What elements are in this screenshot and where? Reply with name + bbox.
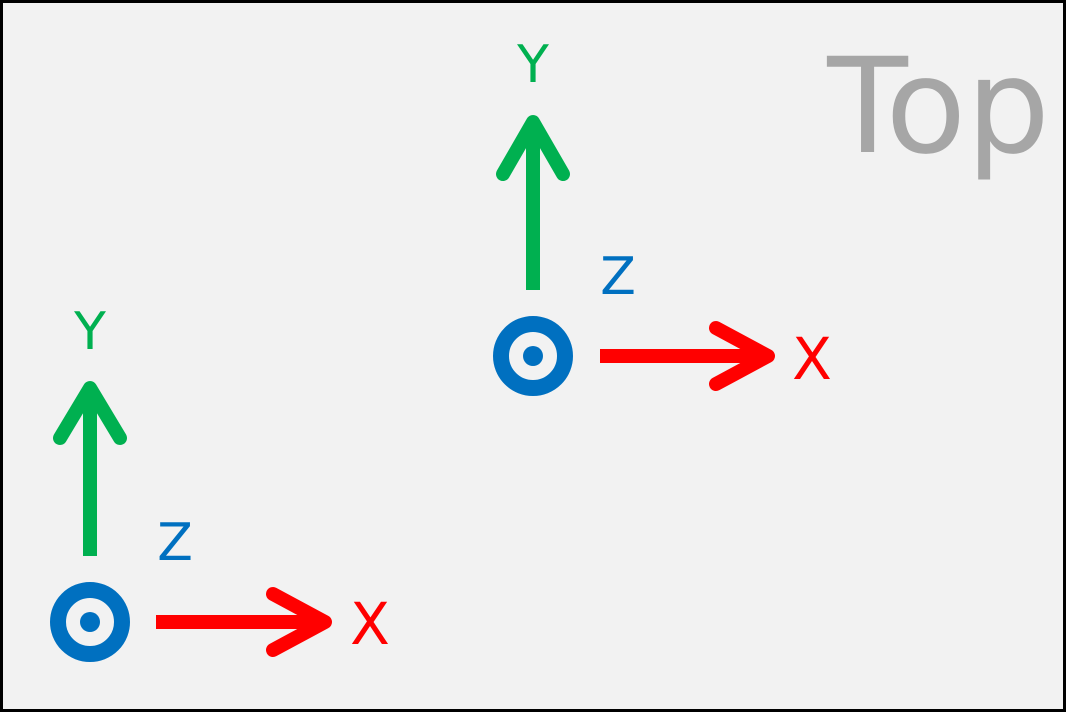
x-axis-arrowhead: [709, 321, 775, 391]
x-axis-label: X: [350, 590, 390, 658]
z-axis-out-of-page-icon: [50, 582, 130, 662]
y-axis-label: Y: [516, 35, 549, 95]
y-axis-arrowhead: [496, 115, 570, 181]
coordinate-frame-1: Y Z X: [50, 302, 390, 662]
x-axis-arrowhead: [266, 587, 332, 657]
y-axis-arrowhead: [53, 381, 127, 445]
z-axis-dot-icon: [80, 612, 100, 632]
z-axis-dot-icon: [523, 346, 543, 366]
z-axis-out-of-page-icon: [493, 316, 573, 396]
z-axis-label: Z: [157, 513, 193, 573]
coordinate-frame-2: Y Z X: [493, 35, 832, 396]
x-axis-label: X: [792, 325, 832, 393]
z-axis-label: Z: [600, 247, 636, 307]
y-axis-label: Y: [73, 302, 106, 362]
view-label: Top: [826, 30, 1050, 184]
